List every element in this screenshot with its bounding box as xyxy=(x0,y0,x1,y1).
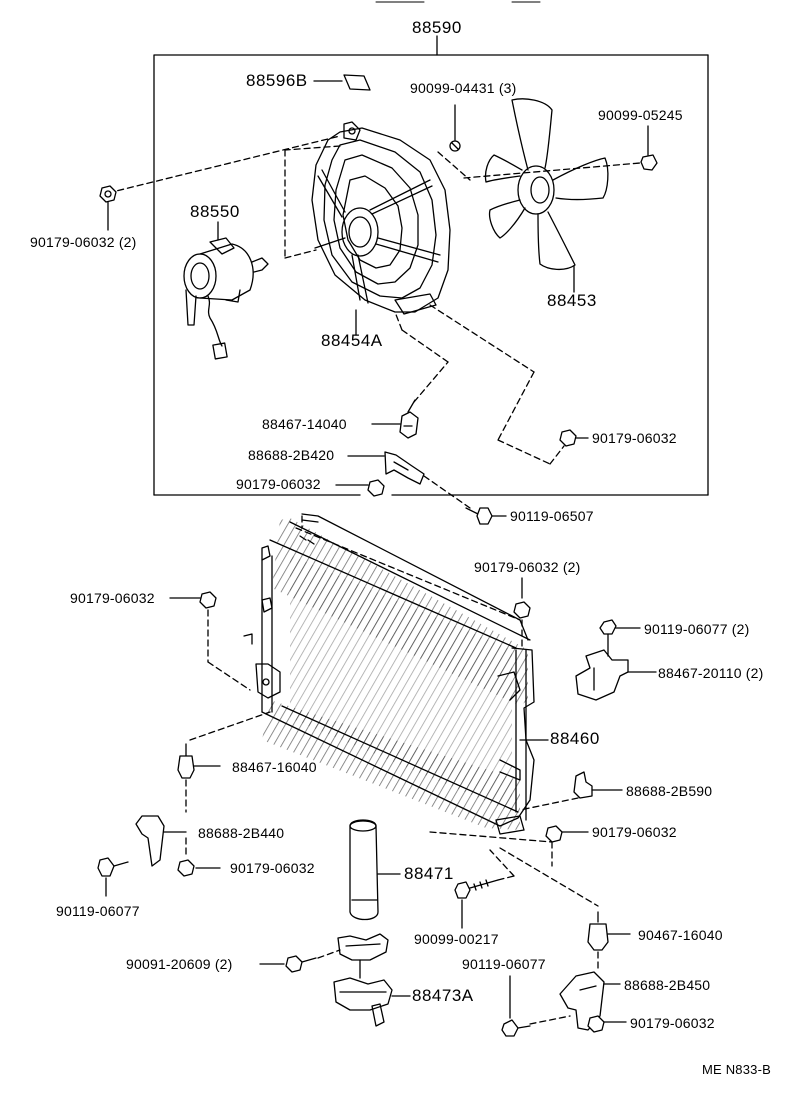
label-88471: 88471 xyxy=(404,864,454,883)
fan-motor-88550 xyxy=(183,221,269,360)
label-88453: 88453 xyxy=(547,291,597,310)
label-88467-16040: 88467-16040 xyxy=(232,759,317,775)
condenser-88460 xyxy=(243,513,549,835)
nut-90179-06032-top xyxy=(99,185,117,231)
label-90119-06077-left: 90119-06077 xyxy=(56,903,140,919)
label-90179-06032-bottom: 90179-06032 xyxy=(630,1015,715,1031)
nut-90179-06032-rightlower xyxy=(545,825,589,843)
label-plate-88596b xyxy=(313,74,371,91)
label-88688-2b450: 88688-2B450 xyxy=(624,977,711,993)
bracket-88688-2b420 xyxy=(347,451,425,485)
fan-blade-88453 xyxy=(463,98,641,293)
label-88688-2b440: 88688-2B440 xyxy=(198,825,285,841)
label-90467-16040: 90467-16040 xyxy=(638,927,723,943)
label-90179-06032-left: 90179-06032 xyxy=(70,590,155,606)
bolt-90119-06077-left xyxy=(97,857,129,897)
label-90179-06032-2-top: 90179-06032 (2) xyxy=(30,234,137,250)
bracket-88688-2b590 xyxy=(519,771,623,811)
label-90119-06507: 90119-06507 xyxy=(510,508,594,524)
diagram-reference-code: ME N833-B xyxy=(702,1062,771,1077)
nut-90179-06032-bottom xyxy=(587,1015,627,1033)
sensor-88467-16040 xyxy=(177,711,271,859)
nut-90179-06032-bracket xyxy=(335,475,471,509)
label-90099-00217: 90099-00217 xyxy=(414,931,499,947)
label-90119-06077-bottom: 90119-06077 xyxy=(462,956,546,972)
bolt-90119-06077-right xyxy=(599,619,641,657)
label-88467-20110-2: 88467-20110 (2) xyxy=(658,665,764,681)
label-90099-05245: 90099-05245 xyxy=(598,107,683,123)
label-88460: 88460 xyxy=(550,729,600,748)
label-88550: 88550 xyxy=(190,202,240,221)
bracket-88473a xyxy=(333,933,411,1027)
label-88688-2b420: 88688-2B420 xyxy=(248,447,335,463)
label-90179-06032-lowerleft: 90179-06032 xyxy=(230,860,315,876)
fan-shroud-88454a xyxy=(107,121,451,336)
screw-90099-04431 xyxy=(437,104,471,181)
label-90119-06077-2: 90119-06077 (2) xyxy=(644,621,750,637)
nut-90099-05245 xyxy=(640,125,658,171)
fan-assembly-frame xyxy=(153,35,709,496)
label-90179-06032-bracket: 90179-06032 xyxy=(236,476,321,492)
label-88467-14040: 88467-14040 xyxy=(262,416,347,432)
bolt-90119-06507 xyxy=(465,507,507,525)
nut-90179-06032-right xyxy=(429,304,589,465)
bracket-88688-2b440 xyxy=(135,815,187,867)
receiver-dryer-88471 xyxy=(349,819,401,921)
label-90179-06032-2-mid: 90179-06032 (2) xyxy=(474,559,581,575)
label-88454a: 88454A xyxy=(321,331,383,350)
label-90179-06032-rightlower: 90179-06032 xyxy=(592,824,677,840)
label-88596b: 88596B xyxy=(246,71,308,90)
nut-90179-06032-mid xyxy=(513,577,531,647)
label-90099-04431: 90099-04431 (3) xyxy=(410,80,517,96)
bolt-90099-00217 xyxy=(429,831,553,929)
label-88473a: 88473A xyxy=(412,986,474,1005)
nut-90179-06032-left xyxy=(169,591,251,691)
label-90091-20609-2: 90091-20609 (2) xyxy=(126,956,233,972)
sensor-88467-14040 xyxy=(371,311,449,439)
nut-90179-06032-lowerleft xyxy=(177,859,221,877)
label-88688-2b590: 88688-2B590 xyxy=(626,783,713,799)
bolt-90091-20609 xyxy=(259,949,341,973)
sensor-90467-16040 xyxy=(499,847,631,951)
bolt-90119-06077-bottom xyxy=(501,975,571,1037)
bracket-88467-20110 xyxy=(575,649,657,701)
label-assembly-88590: 88590 xyxy=(412,18,462,37)
label-90179-06032-right: 90179-06032 xyxy=(592,430,677,446)
